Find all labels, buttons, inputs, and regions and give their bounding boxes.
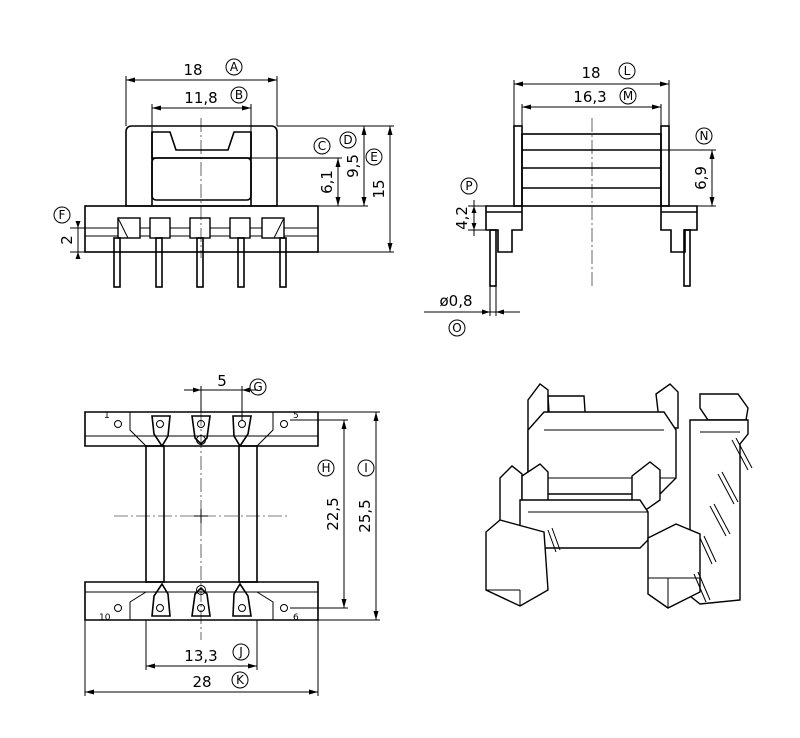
dim-front-base-h: 2 bbox=[58, 235, 76, 245]
bottom-top-flange bbox=[84, 411, 319, 447]
side-right-flange bbox=[660, 205, 698, 253]
tag-c: C bbox=[318, 139, 326, 153]
pin-label-1: 1 bbox=[104, 411, 110, 421]
dim-side-pin-dia: ø0,8 bbox=[439, 292, 472, 310]
dim-front-total-h: 15 bbox=[370, 179, 388, 198]
dim-bottom-total-w: 28 bbox=[192, 673, 211, 691]
dim-side-inner: 16,3 bbox=[573, 88, 606, 106]
dim-bottom-body-w: 13,3 bbox=[184, 647, 217, 665]
front-pins bbox=[113, 237, 287, 288]
tag-h: H bbox=[321, 461, 330, 475]
dim-front-inner: 11,8 bbox=[184, 89, 217, 107]
dim-side-flange-h: 4,2 bbox=[453, 206, 471, 230]
tag-d: D bbox=[343, 133, 352, 147]
dim-front-core-h: 6,1 bbox=[318, 170, 336, 194]
tag-m: M bbox=[623, 89, 633, 103]
pin-label-5: 5 bbox=[293, 411, 299, 421]
dim-front-upper-h: 9,5 bbox=[344, 154, 362, 178]
side-left-pin bbox=[489, 229, 497, 287]
dim-side-winding-h: 6,9 bbox=[692, 166, 710, 190]
front-core-slot bbox=[151, 131, 252, 159]
dim-bottom-row-span: 22,5 bbox=[324, 497, 342, 530]
dim-bottom-total-len: 25,5 bbox=[356, 499, 374, 532]
isometric-view bbox=[485, 383, 753, 609]
side-winding-body bbox=[521, 133, 662, 207]
side-left-flange bbox=[485, 205, 523, 253]
bottom-pin-lugs bbox=[114, 415, 288, 617]
bottom-view: 1 5 6 10 5 G 22,5 H 25,5 I 13,3 bbox=[84, 372, 380, 696]
dim-bottom-pitch: 5 bbox=[217, 372, 227, 390]
pin-label-10: 10 bbox=[99, 613, 111, 623]
tag-l: L bbox=[624, 64, 631, 78]
tag-p: P bbox=[465, 179, 472, 193]
side-view: 18 L 16,3 M 6,9 N P 4,2 ø0,8 O bbox=[424, 62, 716, 337]
dim-front-width: 18 bbox=[183, 61, 202, 79]
pin-label-6: 6 bbox=[293, 613, 299, 623]
dim-side-width: 18 bbox=[581, 64, 600, 82]
front-view: 18 A 11,8 B 6,1 C 9,5 D 15 E F bbox=[53, 58, 394, 288]
tag-g: G bbox=[253, 380, 262, 394]
iso-pins bbox=[547, 437, 753, 603]
tag-a: A bbox=[230, 60, 239, 74]
front-flange-base bbox=[84, 205, 319, 253]
tag-f: F bbox=[59, 208, 66, 222]
tag-b: B bbox=[235, 88, 243, 102]
tag-k: K bbox=[236, 673, 245, 687]
side-right-pin bbox=[683, 229, 691, 287]
tag-j: J bbox=[238, 645, 243, 659]
tag-n: N bbox=[700, 129, 709, 143]
front-body-outline bbox=[125, 125, 278, 207]
tag-e: E bbox=[370, 150, 378, 164]
tag-i: I bbox=[364, 461, 368, 475]
tag-o: O bbox=[452, 321, 461, 335]
